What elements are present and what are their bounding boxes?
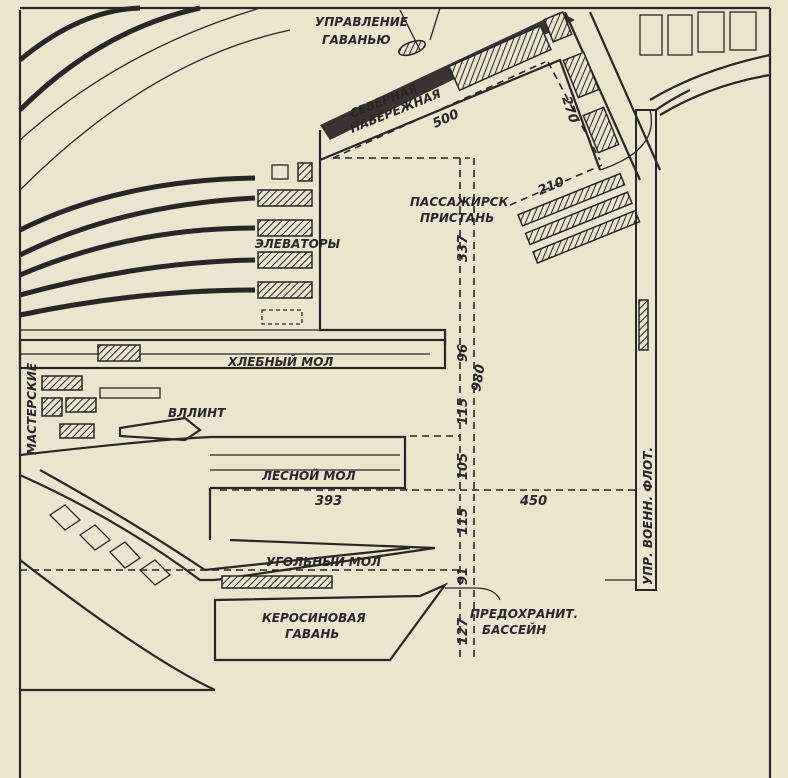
dim-105: 105 <box>456 453 471 480</box>
dim-91: 91 <box>456 567 471 585</box>
grain-pier-label: ХЛЕБНЫЙ МОЛ <box>227 354 333 369</box>
dim-127: 127 <box>456 617 471 645</box>
workshops: МАСТЕРСКИЕ <box>25 362 161 455</box>
dim-337: 337 <box>456 234 471 262</box>
rail-tracks-north <box>18 5 291 191</box>
dim-393: 393 <box>315 494 342 509</box>
kerosene-harbor: КЕРОСИНОВАЯ ГАВАНЬ ПРЕДОХРАНИТ. БАССЕЙН <box>213 582 578 662</box>
harbor-admin-label-1: УПРАВЛЕНИЕ <box>315 15 409 29</box>
town-blocks <box>599 11 771 171</box>
dim-450: 450 <box>519 494 547 509</box>
coal-pier-label: УГОЛЬНЫЙ МОЛ <box>266 554 381 569</box>
frame <box>18 6 772 778</box>
dim-east-quay: 270 <box>558 95 581 125</box>
east-quay <box>517 11 662 265</box>
elevator-area: ЭЛЕВАТОРЫ <box>18 162 341 331</box>
dim-96: 96 <box>456 344 471 362</box>
timber-pier: ЛЕСНОЙ МОЛ <box>19 435 407 540</box>
elevators-label: ЭЛЕВАТОРЫ <box>255 237 341 251</box>
safety-basin-label-1: ПРЕДОХРАНИТ. <box>470 607 578 621</box>
navy-pier: УПР. ВОЕНН. ФЛОТ. <box>605 89 691 591</box>
north-quay <box>318 7 602 345</box>
dim-115b: 115 <box>456 508 471 535</box>
dim-passenger: 210 <box>536 175 567 199</box>
navy-label: УПР. ВОЕНН. ФЛОТ. <box>641 447 655 585</box>
timber-pier-label: ЛЕСНОЙ МОЛ <box>261 468 356 483</box>
safety-basin-label-2: БАССЕЙН <box>482 622 546 637</box>
harbor-admin-label-2: ГАВАНЬЮ <box>322 33 391 47</box>
passenger-pier-label-2: ПРИСТАНЬ <box>420 211 494 225</box>
admin-building <box>397 39 427 57</box>
dim-980: 980 <box>469 363 488 392</box>
dry-dock: ВЛЛИНТ <box>118 406 226 442</box>
kerosene-label-2: ГАВАНЬ <box>285 627 340 641</box>
dim-115a: 115 <box>456 398 471 425</box>
dim-north-quay: 500 <box>431 107 462 132</box>
kerosene-label-1: КЕРОСИНОВАЯ <box>262 611 366 625</box>
workshops-label: МАСТЕРСКИЕ <box>25 362 39 455</box>
dock-label: ВЛЛИНТ <box>168 406 226 420</box>
grain-pier: ХЛЕБНЫЙ МОЛ <box>18 338 447 370</box>
dimension-lines <box>20 61 640 660</box>
passenger-pier-label-1: ПАССАЖИРСК <box>410 195 510 209</box>
coal-pier: УГОЛЬНЫЙ МОЛ <box>19 469 436 691</box>
